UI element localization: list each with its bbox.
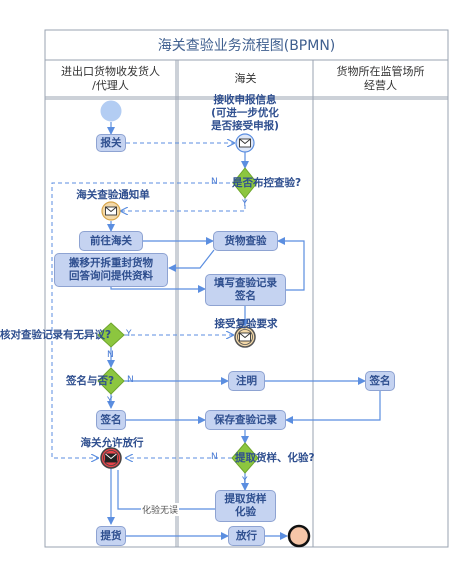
pool-frame: [44, 29, 449, 548]
event-allow-release-label: 海关允许放行: [80, 437, 144, 449]
task-pickup: 提货: [96, 526, 126, 546]
flow-label-y-dispute: Y: [126, 329, 132, 339]
task-declare: 报关: [96, 134, 126, 152]
task-save-record: 保存查验记录: [205, 410, 286, 430]
diagram-title: 海关查验业务流程图(BPMN): [157, 38, 336, 54]
lane-customs-header: 海关: [234, 71, 257, 85]
task-sign: 签名: [96, 410, 126, 430]
gateway-control-check-label: 是否布控查验?: [232, 177, 302, 189]
msg-n-pathway: [51, 182, 230, 458]
flow-inspect-move: [168, 249, 215, 272]
gateway-sample-check-label: 提取货样、化验?: [235, 452, 315, 464]
message-flows: [51, 143, 246, 458]
start-event: [100, 100, 122, 122]
end-event: [287, 524, 311, 548]
event-reinspect-label: 接受复验要求: [214, 318, 278, 330]
gateway-sign-or-not-label: 签名与否?: [66, 375, 115, 387]
task-release: 放行: [228, 526, 265, 546]
gateway-dispute-check-label: 核对查验记录有无异议?: [0, 329, 112, 341]
flow-label-y-sample: Y: [242, 476, 248, 486]
flow-label-y-sign: Y: [107, 396, 113, 406]
flow-fill-loop: [277, 237, 305, 291]
gateway-sample-check: [231, 442, 259, 474]
lane-shipper-header: 进出口货物收发货人 /代理人: [61, 64, 160, 92]
flow-label-no-lab-error: 化验无误: [141, 503, 180, 516]
event-notice-label: 海关查验通知单: [76, 189, 150, 201]
flow-label-y-control: Y: [242, 199, 248, 209]
lane-supervision-header: 货物所在监管场所 经营人: [336, 64, 425, 92]
flow-label-n-dispute: N: [107, 350, 114, 360]
gateway-sign-or-not: [97, 367, 125, 395]
flow-sample-allow: [117, 470, 215, 510]
receive-message-event: [235, 133, 255, 153]
task-sample: 提取货样 化验: [215, 490, 276, 522]
gateway-control-check: [232, 167, 258, 199]
event-receive-info-label: 接收申报信息 (可进一步优化 是否接受申报): [211, 94, 279, 132]
task-fill-record: 填写查验记录 签名: [205, 274, 286, 306]
notice-message-event: [101, 201, 121, 221]
flow-label-n-sign: N: [127, 375, 134, 385]
allow-release-event: [100, 447, 122, 469]
task-move-open: 搬移开拆重封货物 回答询问提供资料: [54, 253, 168, 287]
gateway-dispute-check: [97, 322, 125, 348]
task-inspect: 货物查验: [213, 231, 278, 251]
task-operator-sign: 签名: [365, 371, 395, 391]
reinspect-message-event: [234, 326, 256, 348]
task-annotate: 注明: [228, 371, 265, 391]
flow-label-n-sample: N: [211, 452, 218, 462]
flow-opsign-save: [285, 391, 381, 424]
task-go-customs: 前往海关: [79, 231, 143, 251]
flow-label-n-control: N: [211, 177, 218, 187]
